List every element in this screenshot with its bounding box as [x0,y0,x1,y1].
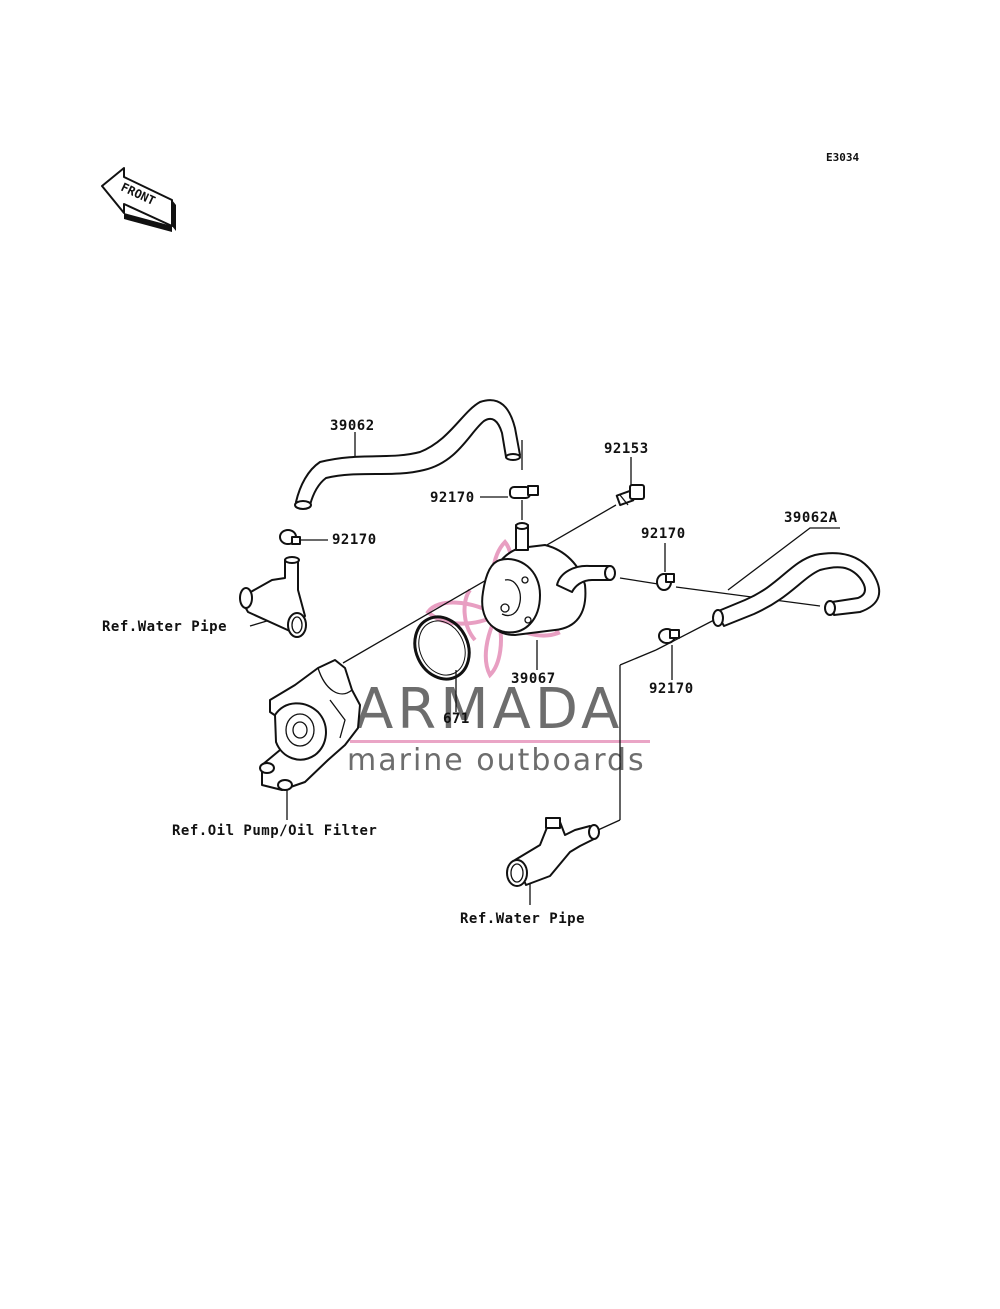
ref-oil-pump-oil-filter: Ref.Oil Pump/Oil Filter [172,823,377,839]
callout-39062a: 39062A [784,510,838,526]
callout-92170-upper-mid: 92170 [430,490,475,506]
ref-water-pipe-lower: Ref.Water Pipe [460,911,585,927]
hose-39062a [712,552,881,627]
front-direction-arrow-icon: FRONT [101,167,176,232]
callout-39067: 39067 [511,671,556,687]
watermark-underline [350,740,650,743]
callout-671: 671 [443,711,470,727]
water-pipe-upper [239,556,307,638]
callout-92170-right-upper: 92170 [641,526,686,542]
diagram-code: E3034 [826,151,859,164]
clamp-92170-right-upper [656,573,675,591]
oil-pump-oil-filter-housing [259,659,361,791]
callout-92170-right-lower: 92170 [649,681,694,697]
callout-92153: 92153 [604,441,649,457]
bolt-92153 [615,484,645,507]
callout-92170-upper-left: 92170 [332,532,377,548]
oil-cooler-39067 [481,522,616,636]
watermark-brand: ARMADA [355,677,623,742]
watermark-tagline: marine outboards [347,743,646,778]
o-ring-671 [413,615,471,681]
hose-39062 [294,399,521,510]
callout-39062: 39062 [330,418,375,434]
clamp-92170-right-lower [658,628,680,644]
ref-water-pipe-upper: Ref.Water Pipe [102,619,227,635]
clamp-92170-upper-mid [509,485,539,499]
water-pipe-lower [506,817,600,887]
clamp-92170-upper-left [279,529,301,545]
